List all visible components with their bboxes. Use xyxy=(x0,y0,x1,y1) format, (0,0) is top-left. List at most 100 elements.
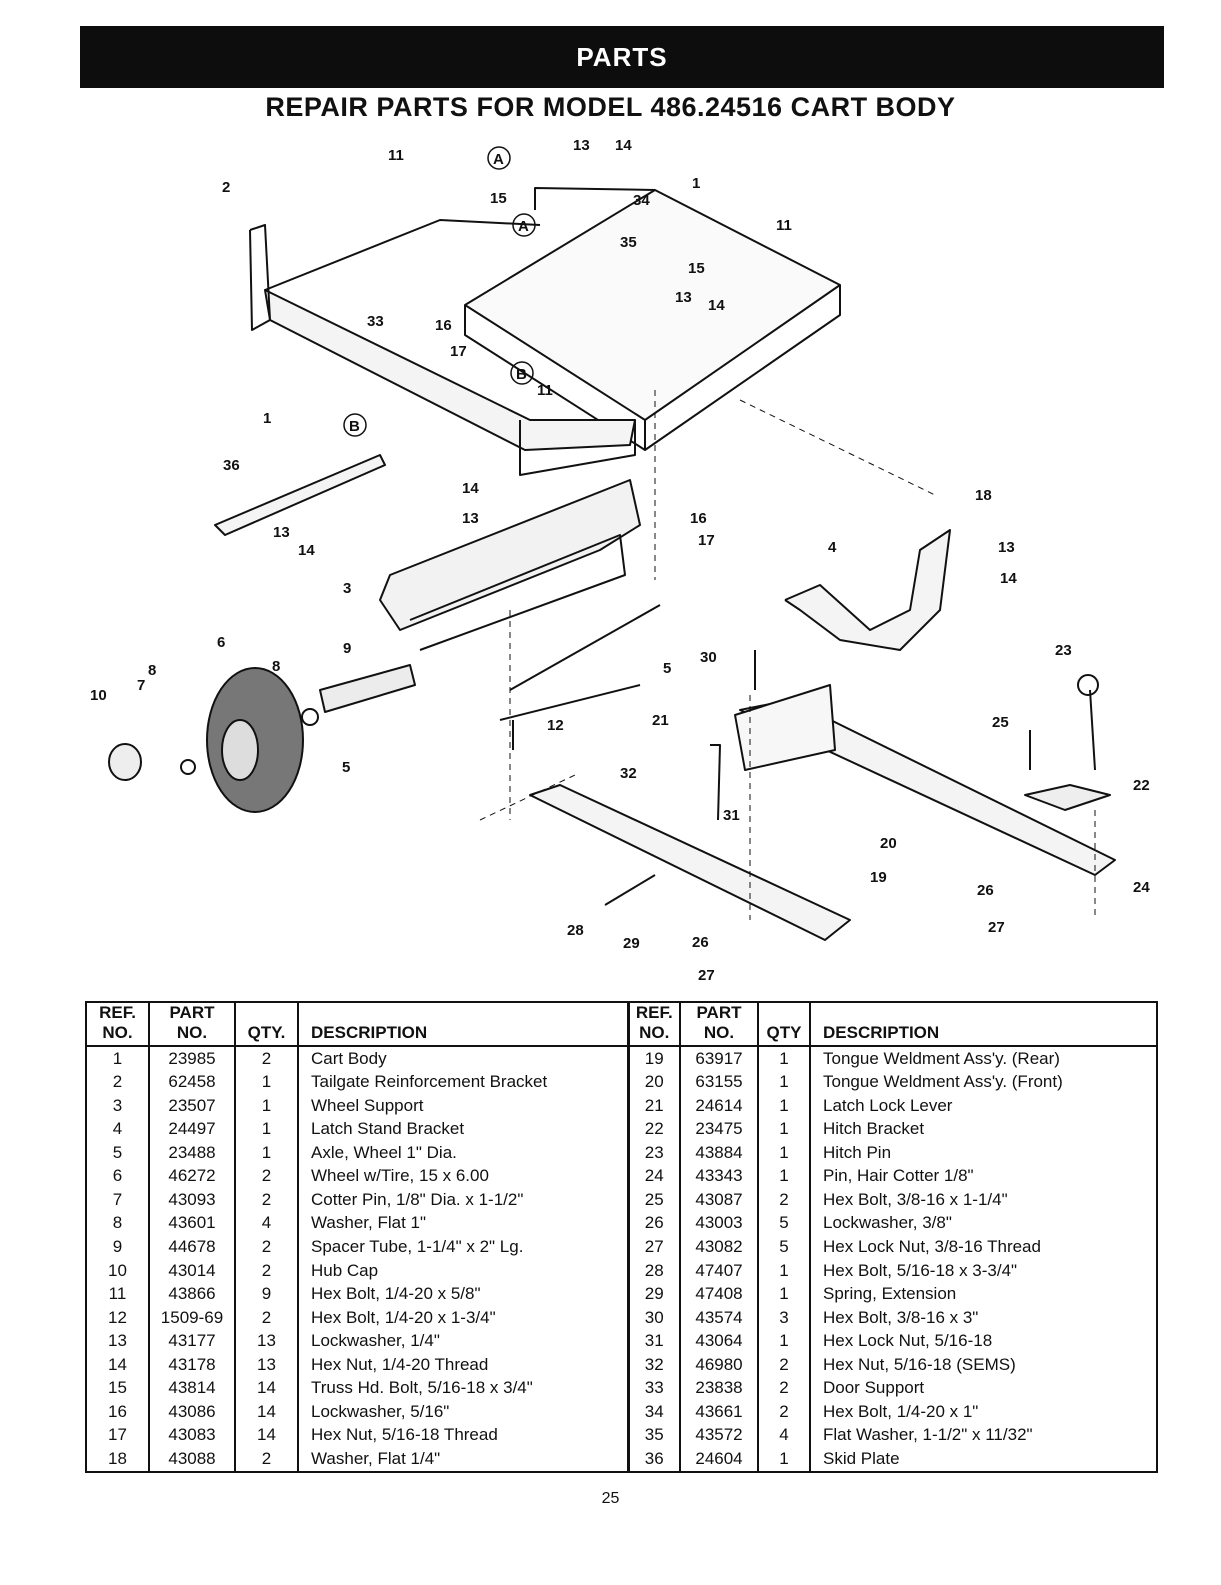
left-part-cell: 23488 xyxy=(148,1141,235,1165)
left-part-cell: 43083 xyxy=(148,1423,235,1448)
left-desc-cell: Hex Nut, 5/16-18 Thread xyxy=(297,1423,628,1448)
right-desc-cell: Spring, Extension xyxy=(809,1282,1156,1307)
left-part-cell: 43014 xyxy=(148,1258,235,1283)
left-ref-cell: 8 xyxy=(112,1213,123,1233)
left-part-cell: 43088 xyxy=(148,1447,235,1471)
left-ref-cell: 14 xyxy=(108,1354,127,1374)
header-description-right: DESCRIPTION xyxy=(809,1003,1156,1047)
left-ref-cell: 6 xyxy=(112,1166,123,1186)
callout-6: 6 xyxy=(217,634,225,651)
right-ref-cell: 22 xyxy=(626,1117,680,1142)
callout-8b: 8 xyxy=(272,658,280,675)
right-qty-cell: 1 xyxy=(757,1070,810,1095)
right-part-cell: 24604 xyxy=(679,1447,758,1471)
section-banner: PARTS xyxy=(80,26,1164,88)
right-qty-cell: 1 xyxy=(757,1447,810,1471)
left-ref-cell: 13 xyxy=(108,1331,127,1351)
header-qty: QTY. xyxy=(234,1003,298,1047)
callout-14e: 14 xyxy=(1000,570,1017,587)
left-desc-cell: Cotter Pin, 1/8" Dia. x 1-1/2" xyxy=(297,1188,628,1212)
left-desc-cell: Axle, Wheel 1" Dia. xyxy=(297,1141,628,1165)
left-ref-cell: 10 xyxy=(108,1260,127,1280)
right-ref-cell: 30 xyxy=(626,1306,680,1330)
axle-rod xyxy=(499,684,641,721)
left-part-cell: 44678 xyxy=(148,1235,235,1259)
right-part-cell: 63917 xyxy=(679,1046,758,1071)
right-part-cell: 47408 xyxy=(679,1282,758,1307)
left-desc-cell: Washer, Flat 1/4" xyxy=(297,1447,628,1471)
callout-3: 3 xyxy=(343,580,351,597)
callout-13e: 13 xyxy=(998,539,1015,556)
right-part-cell: 43082 xyxy=(679,1235,758,1259)
left-part-cell: 43093 xyxy=(148,1188,235,1212)
callout-15b: 15 xyxy=(688,260,705,277)
callout-11: 11 xyxy=(388,147,404,164)
right-ref-cell: 31 xyxy=(626,1329,680,1354)
left-qty-cell: 14 xyxy=(234,1376,298,1401)
hub-cap xyxy=(108,743,142,781)
right-ref-cell: 33 xyxy=(626,1376,680,1401)
right-ref-cell: 32 xyxy=(626,1353,680,1377)
right-qty-cell: 1 xyxy=(757,1258,810,1283)
header-description: DESCRIPTION xyxy=(297,1003,628,1047)
right-part-cell: 43661 xyxy=(679,1400,758,1424)
left-qty-cell: 2 xyxy=(234,1306,298,1330)
cart-body-front-wall xyxy=(464,305,646,451)
right-qty-cell: 1 xyxy=(757,1094,810,1118)
callout-27: 27 xyxy=(988,919,1005,936)
left-qty-cell: 2 xyxy=(234,1235,298,1259)
right-part-cell: 43343 xyxy=(679,1164,758,1189)
latch-lock-lever xyxy=(710,744,721,821)
wheel-rim xyxy=(221,719,259,781)
callout-29: 29 xyxy=(623,935,640,952)
washer xyxy=(180,759,196,775)
right-desc-cell: Door Support xyxy=(809,1376,1156,1401)
left-desc-cell: Tailgate Reinforcement Bracket xyxy=(297,1070,628,1095)
left-qty-cell: 9 xyxy=(234,1282,298,1307)
left-desc-cell: Hub Cap xyxy=(297,1258,628,1283)
left-desc-cell: Lockwasher, 5/16" xyxy=(297,1400,628,1424)
callout-34: 34 xyxy=(633,192,650,209)
right-qty-cell: 4 xyxy=(757,1423,810,1448)
callout-31: 31 xyxy=(723,807,740,824)
callout-1b: 1 xyxy=(263,410,271,427)
header-qty-right: QTY xyxy=(757,1003,810,1047)
page-number: 25 xyxy=(601,1490,620,1507)
callout-36: 36 xyxy=(223,457,240,474)
hitch-bracket xyxy=(1024,784,1111,811)
callout-25: 25 xyxy=(992,714,1009,731)
callout-28: 28 xyxy=(567,922,584,939)
callout-8: 8 xyxy=(148,662,156,679)
left-desc-cell: Lockwasher, 1/4" xyxy=(297,1329,628,1354)
callout-5b: 5 xyxy=(342,759,350,776)
tailgate-bracket xyxy=(249,224,271,331)
left-qty-cell: 14 xyxy=(234,1400,298,1424)
right-part-cell: 23838 xyxy=(679,1376,758,1401)
left-desc-cell: Cart Body xyxy=(297,1046,628,1071)
right-qty-cell: 2 xyxy=(757,1188,810,1212)
right-qty-cell: 2 xyxy=(757,1400,810,1424)
callout-17: 17 xyxy=(450,343,467,360)
right-desc-cell: Pin, Hair Cotter 1/8" xyxy=(809,1164,1156,1189)
callout-32: 32 xyxy=(620,765,637,782)
right-qty-cell: 1 xyxy=(757,1046,810,1071)
right-ref-cell: 34 xyxy=(626,1400,680,1424)
ref-letter-b: B xyxy=(516,366,527,383)
right-qty-cell: 3 xyxy=(757,1306,810,1330)
callout-35: 35 xyxy=(620,234,637,251)
callout-16b: 16 xyxy=(690,510,707,527)
hitch-pin-ring xyxy=(1077,674,1099,696)
right-desc-cell: Hex Lock Nut, 3/8-16 Thread xyxy=(809,1235,1156,1259)
callout-5: 5 xyxy=(663,660,671,677)
callout-labels: 1 1 2 3 4 5 5 6 7 8 8 9 10 11 11 11 12 1… xyxy=(90,137,1150,984)
